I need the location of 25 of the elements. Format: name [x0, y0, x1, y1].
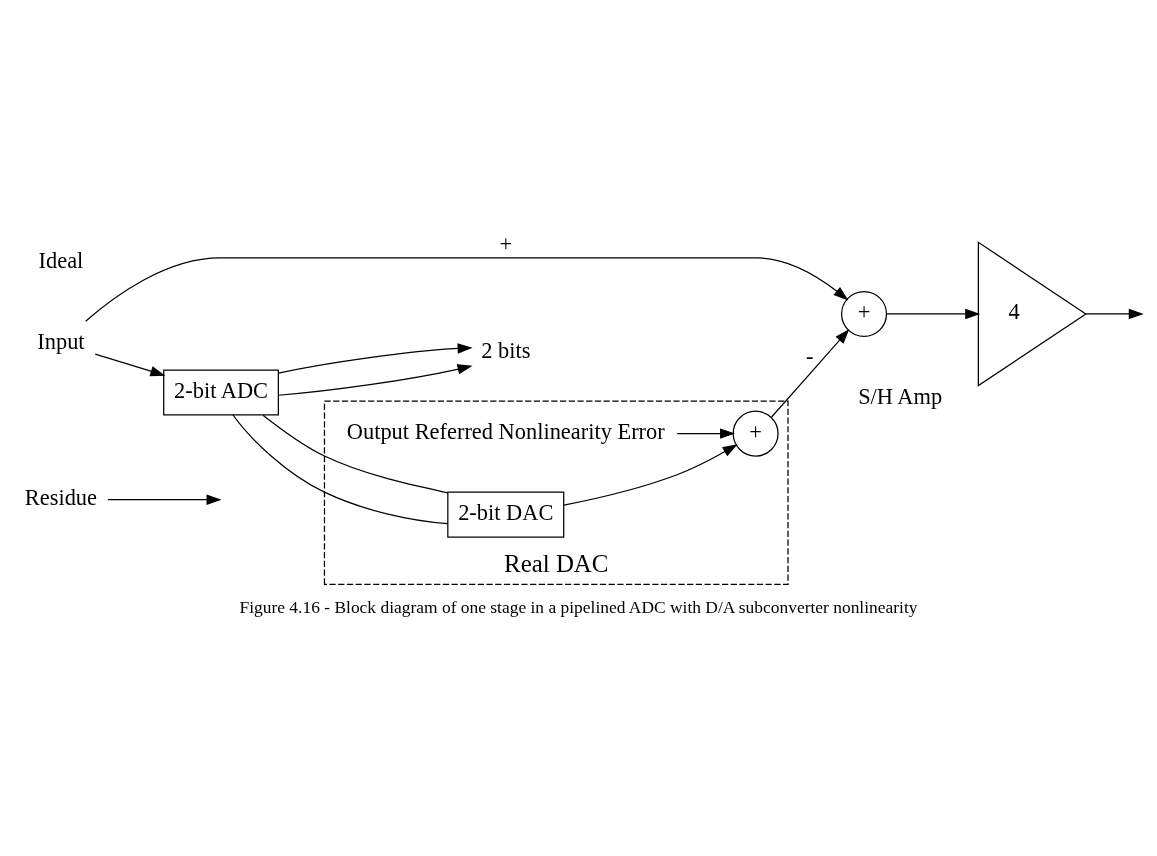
- node-circle: +: [840, 290, 888, 338]
- arrow: [277, 364, 473, 396]
- edge-label: +: [499, 230, 513, 256]
- node-label: S/H Amp: [858, 383, 943, 409]
- arrow: [94, 353, 166, 377]
- connector: [262, 414, 449, 494]
- caption: Figure 4.16 - Block diagram of one stage in a pipelined ADC with D/A subconverter nonlinearity: [239, 597, 918, 618]
- node-box: 2-bit DAC: [447, 491, 565, 538]
- node-circle: +: [732, 410, 779, 457]
- arrow: [85, 257, 849, 322]
- connector: [232, 414, 449, 525]
- arrow: [563, 444, 738, 506]
- arrow: [107, 494, 222, 505]
- arrow: [1085, 308, 1144, 320]
- node-text: Output Referred Nonlinearity Error: [346, 419, 665, 445]
- arrow: [676, 428, 736, 439]
- node-box: 2-bit ADC: [163, 369, 279, 416]
- arrow: [886, 308, 981, 320]
- arrow: [770, 329, 850, 418]
- node-text: 2 bits: [481, 338, 531, 364]
- label: Ideal: [38, 248, 84, 274]
- edge-label: -: [806, 344, 814, 370]
- node-text: Residue: [24, 485, 98, 511]
- node-text: Input: [37, 329, 85, 355]
- arrow: [277, 343, 473, 374]
